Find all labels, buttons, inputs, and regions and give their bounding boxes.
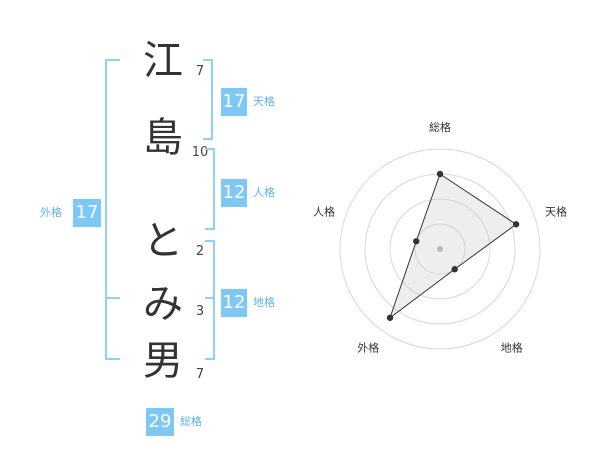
name-char-1: 江 — [143, 38, 183, 84]
stroke-count-5: 7 — [195, 367, 205, 382]
radar-ring-2 — [389, 198, 491, 300]
name-char-5: 男 — [143, 338, 183, 384]
radar-point-2 — [512, 221, 520, 228]
radar-point-5 — [413, 238, 420, 245]
soukaku-label: 総格 — [180, 415, 202, 428]
gaikaku-value-badge: 17 — [73, 199, 101, 227]
name-char-2: 島 — [143, 115, 183, 161]
radar-ring-1 — [414, 223, 466, 275]
radar-area — [389, 173, 517, 320]
radar-axis-label-1: 総格 — [429, 120, 451, 134]
radar-axis-label-2: 天格 — [545, 204, 567, 218]
stroke-count-3: 2 — [195, 244, 205, 259]
soukaku-value-badge: 29 — [146, 408, 174, 436]
tenkaku-label: 天格 — [253, 95, 275, 108]
radar-point-3 — [451, 266, 458, 273]
chikaku-label: 地格 — [253, 296, 275, 309]
stroke-count-4: 3 — [195, 304, 205, 319]
radar-axis-label-5: 人格 — [313, 204, 335, 218]
radar-axis-label-4: 外格 — [357, 341, 379, 355]
stroke-count-2: 10 — [191, 145, 209, 160]
name-char-3: と — [143, 218, 183, 264]
name-char-4: み — [143, 281, 183, 327]
tenkaku-value-badge: 17 — [221, 88, 247, 116]
radar-center — [437, 246, 443, 252]
radar-point-1 — [436, 170, 444, 178]
chikaku-value-badge: 12 — [221, 289, 247, 317]
gaikaku-label: 外格 — [40, 206, 62, 219]
radar-ring-4 — [339, 148, 541, 350]
jinkaku-value-badge: 12 — [221, 179, 247, 207]
stroke-count-1: 7 — [195, 64, 205, 79]
radar-point-4 — [386, 314, 394, 321]
radar-axis-label-3: 地格 — [501, 341, 523, 355]
jinkaku-label: 人格 — [253, 186, 275, 199]
